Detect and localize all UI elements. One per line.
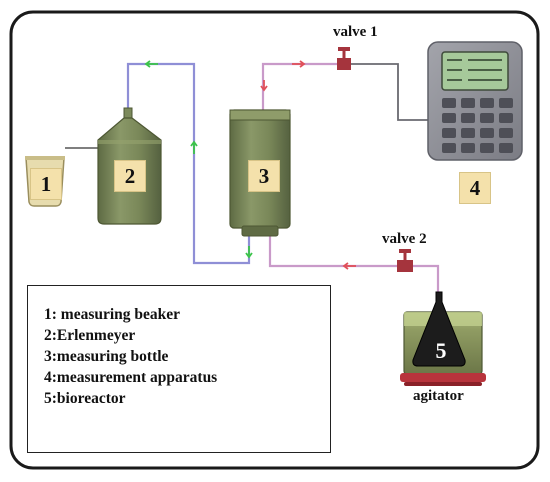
label-5-bioreactor: 5 (435, 338, 447, 363)
legend-item: 4:measurement apparatus (44, 369, 218, 386)
bioreactor (403, 291, 483, 375)
label-3-bottle: 3 (248, 160, 280, 192)
gray-pipe (351, 63, 432, 121)
legend-item: 1: measuring beaker (44, 306, 181, 323)
valve-1-icon[interactable] (337, 47, 351, 70)
flow-arrow-green-3 (245, 246, 253, 259)
valve-2-label: valve 2 (382, 231, 427, 247)
flow-arrow-red-2 (260, 80, 268, 92)
flow-arrow-green-1 (144, 60, 158, 68)
flow-arrow-green-2 (190, 140, 198, 154)
apparatus-screen-lines (447, 59, 502, 81)
label-4-apparatus: 4 (459, 172, 491, 204)
label-1-beaker: 1 (30, 168, 62, 200)
label-2-erlenmeyer: 2 (114, 160, 146, 192)
legend-item: 2:Erlenmeyer (44, 327, 136, 344)
legend-item: 5:bioreactor (44, 390, 126, 407)
valve-2-icon[interactable] (397, 249, 413, 272)
agitator-label: agitator (413, 388, 464, 404)
flow-arrow-red-3 (342, 262, 356, 270)
valve-1-label: valve 1 (333, 24, 378, 40)
bioreactor-flask (412, 291, 466, 367)
legend-item: 3:measuring bottle (44, 348, 169, 365)
apparatus-keypad (442, 98, 513, 153)
flow-arrow-red-1 (292, 60, 306, 68)
agitator-plate (400, 373, 486, 386)
legend-box: 1: measuring beaker 2:Erlenmeyer 3:measu… (27, 285, 331, 453)
measurement-apparatus (427, 41, 523, 161)
